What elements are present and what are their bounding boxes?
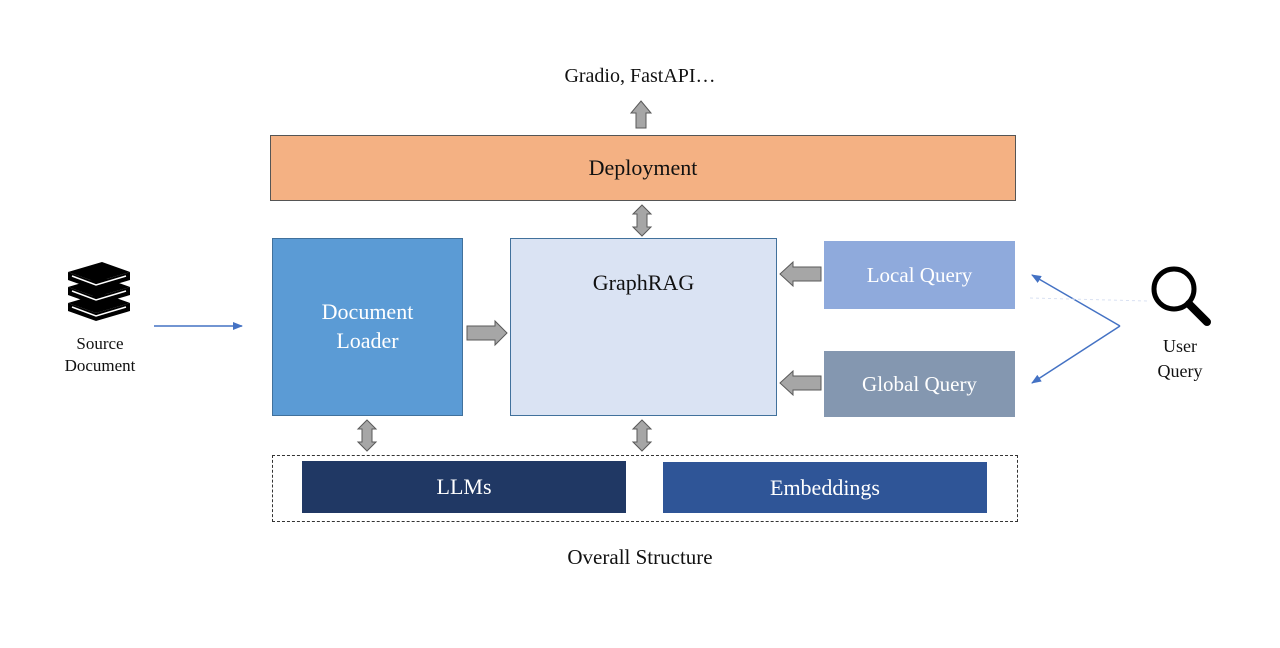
graphrag-title: GraphRAG — [592, 270, 695, 295]
source-document-line2: Document — [64, 356, 136, 376]
magnifier-icon — [1151, 266, 1211, 326]
local-query-box[interactable]: Local Query — [824, 241, 1015, 309]
embeddings-box[interactable]: Embeddings — [663, 462, 987, 513]
double-arrow-deploy-graphrag-icon — [631, 204, 653, 237]
source-document-line1: Source — [76, 334, 124, 353]
left-arrow-local-query-icon — [779, 260, 822, 288]
user-to-local-arrow — [1031, 274, 1121, 327]
deployment-label: Deployment — [588, 155, 698, 180]
llms-box[interactable]: LLMs — [302, 461, 626, 513]
deployment-box[interactable]: Deployment — [270, 135, 1016, 201]
up-arrow-icon — [629, 100, 653, 129]
user-to-global-arrow — [1031, 325, 1121, 384]
diagram-caption: Overall Structure — [567, 545, 713, 569]
right-arrow-loader-graphrag-icon — [466, 319, 508, 347]
document-loader-text: Document Loader — [322, 298, 414, 355]
stacked-books-icon — [68, 262, 130, 321]
left-arrow-global-query-icon — [779, 369, 822, 397]
graphrag-box[interactable] — [510, 238, 777, 416]
embeddings-label: Embeddings — [770, 474, 880, 500]
local-query-label: Local Query — [866, 262, 973, 287]
double-arrow-loader-models-icon — [356, 419, 378, 452]
document-loader-line2: Loader — [336, 328, 399, 353]
faint-guide-line — [1029, 297, 1149, 302]
llms-label: LLMs — [436, 474, 492, 499]
user-query-line1: User — [1163, 336, 1197, 356]
deployment-targets-label: Gradio, FastAPI… — [564, 65, 716, 87]
double-arrow-graphrag-models-icon — [631, 419, 653, 452]
global-query-label: Global Query — [862, 371, 977, 396]
user-query-line2: Query — [1157, 361, 1203, 382]
user-query-label: User Query — [1130, 334, 1230, 384]
global-query-box[interactable]: Global Query — [824, 351, 1015, 417]
models-group — [272, 455, 1018, 522]
document-loader-line1: Document — [321, 299, 414, 325]
source-document-label: Source Document — [40, 333, 160, 377]
document-loader-box[interactable]: Document Loader — [272, 238, 463, 416]
